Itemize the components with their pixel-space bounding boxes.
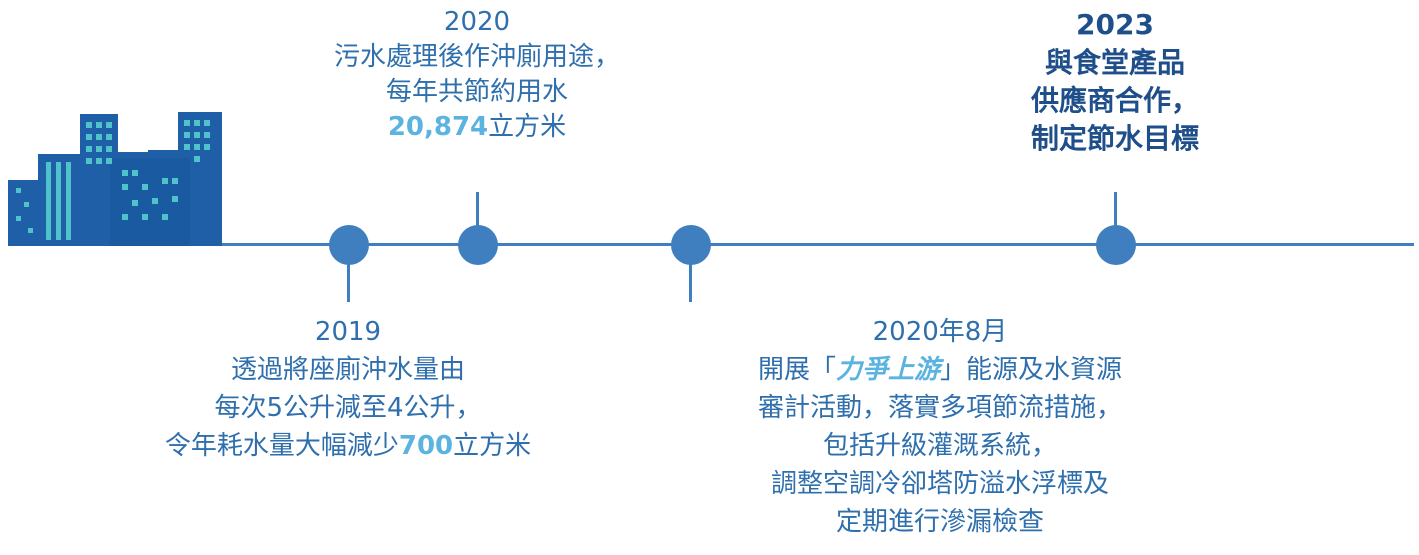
- milestone-2019-line3-prefix: 令年耗水量大幅減少: [164, 431, 399, 461]
- milestone-2020aug-line4: 調整空調冷卻塔防溢水浮標及: [770, 469, 1109, 499]
- milestone-2019-value: 700: [398, 431, 454, 461]
- milestone-2020-line1: 污水處理後作沖廁用途，: [333, 42, 620, 72]
- milestone-2019-line3: 令年耗水量大幅減少700立方米: [68, 427, 628, 465]
- milestone-2020aug-line1-post: 」能源及水資源: [940, 355, 1123, 385]
- timeline-axis: [222, 243, 1414, 246]
- city-buildings-icon: [8, 112, 222, 246]
- milestone-2019-year: 2019: [314, 317, 382, 347]
- milestone-2020aug-line3: 包括升級灌溉系統，: [822, 431, 1057, 461]
- milestone-2020aug-line2: 審計活動，落實多項節流措施，: [757, 393, 1122, 423]
- milestone-2020-year: 2020: [443, 7, 511, 37]
- milestone-2020aug-line1: 開展「力爭上游」能源及水資源: [690, 351, 1190, 389]
- milestone-2020aug-line5: 定期進行滲漏檢查: [835, 507, 1044, 537]
- milestone-2019-line2: 每次5公升減至4公升，: [214, 393, 482, 423]
- connector-2023: [1114, 192, 1117, 244]
- milestone-dot-2020aug: [671, 225, 711, 265]
- milestone-2019-line1: 透過將座廁沖水量由: [230, 355, 465, 385]
- milestone-2023-text: 2023 與食堂產品 供應商合作， 制定節水目標: [965, 6, 1265, 158]
- milestone-dot-2020: [458, 225, 498, 265]
- milestone-2020aug-text: 2020年8月 開展「力爭上游」能源及水資源 審計活動，落實多項節流措施， 包括…: [690, 313, 1190, 541]
- connector-2020: [476, 192, 479, 244]
- milestone-dot-2019: [329, 225, 369, 265]
- milestone-2020aug-program-name: 力爭上游: [835, 355, 940, 385]
- milestone-2020-line3: 20,874立方米: [277, 110, 677, 145]
- milestone-2023-year: 2023: [1076, 8, 1154, 41]
- milestone-2020aug-year: 2020年8月: [872, 317, 1008, 347]
- milestone-2020-value: 20,874: [387, 112, 489, 142]
- connector-2020aug: [689, 244, 692, 302]
- milestone-2023-line2: 供應商合作，: [1030, 84, 1199, 117]
- milestone-2019-text: 2019 透過將座廁沖水量由 每次5公升減至4公升， 令年耗水量大幅減少700立…: [68, 313, 628, 465]
- milestone-2019-unit: 立方米: [453, 431, 532, 461]
- milestone-2020-line2: 每年共節約用水: [385, 77, 568, 107]
- milestone-2020-unit: 立方米: [488, 112, 567, 142]
- milestone-2020-text: 2020 污水處理後作沖廁用途， 每年共節約用水 20,874立方米: [277, 5, 677, 145]
- milestone-2023-line1: 與食堂產品: [1044, 46, 1185, 79]
- connector-2019: [347, 244, 350, 302]
- milestone-dot-2023: [1096, 225, 1136, 265]
- milestone-2023-line3: 制定節水目標: [1030, 122, 1199, 155]
- milestone-2020aug-line1-pre: 開展「: [757, 355, 836, 385]
